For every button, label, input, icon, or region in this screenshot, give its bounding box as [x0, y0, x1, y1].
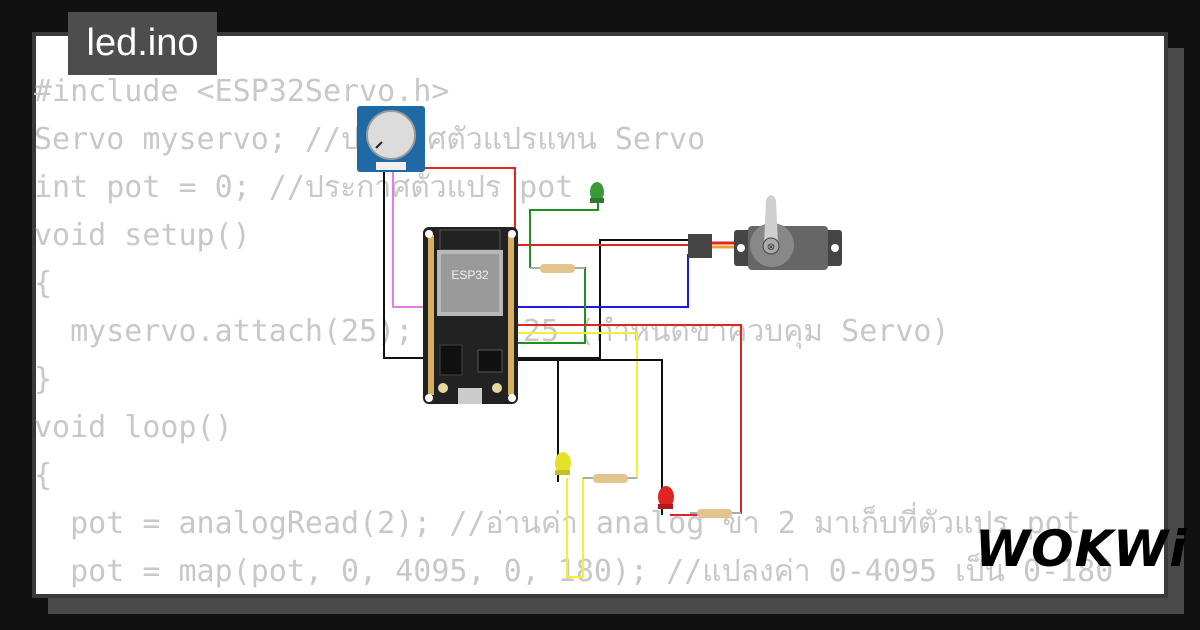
- yellow-led: [555, 452, 571, 475]
- esp32-board: ESP32: [423, 227, 518, 404]
- wokwi-logo: WOKWi: [975, 520, 1188, 578]
- file-tab[interactable]: led.ino: [68, 12, 217, 75]
- wire-yellow-led: [566, 477, 595, 578]
- resistor-green: [530, 264, 585, 273]
- code-line: Servo myservo; //ประกาศตัวแปรแทน Servo: [34, 122, 706, 157]
- shadow-bottom: [48, 598, 1184, 614]
- svg-text:⊗: ⊗: [767, 242, 775, 253]
- wire-pink-pot: [392, 168, 430, 308]
- code-line: {: [34, 266, 53, 301]
- code-line: myservo.attach(25); //ขา 25 (กำหนดขาควบค…: [70, 314, 950, 349]
- card-bottom-mask: [32, 594, 1168, 598]
- code-line: pot = analogRead(2); //อ่านค่า analog ขา…: [34, 506, 1081, 541]
- servo-motor: ⊗: [688, 195, 842, 270]
- resistor-red: [690, 509, 741, 518]
- esp32-label: ESP32: [451, 268, 489, 282]
- code-line: }: [34, 362, 53, 397]
- wire-red-pot: [390, 167, 516, 245]
- outer-bottom: [0, 614, 1200, 630]
- potentiometer: [357, 106, 425, 172]
- wire-black-pot: [383, 168, 690, 359]
- code-line: {: [34, 458, 53, 493]
- code-line: pot = map(pot, 0, 4095, 0, 180); //แปลงค…: [34, 554, 1114, 589]
- code-line: void setup(): [34, 218, 251, 253]
- code-line: #include <ESP32Servo.h>: [34, 74, 450, 109]
- green-led: [590, 182, 604, 203]
- resistor-yellow: [583, 474, 637, 483]
- red-led: [658, 486, 674, 509]
- code-line: void loop(): [34, 410, 233, 445]
- wire-green-led: [529, 200, 599, 268]
